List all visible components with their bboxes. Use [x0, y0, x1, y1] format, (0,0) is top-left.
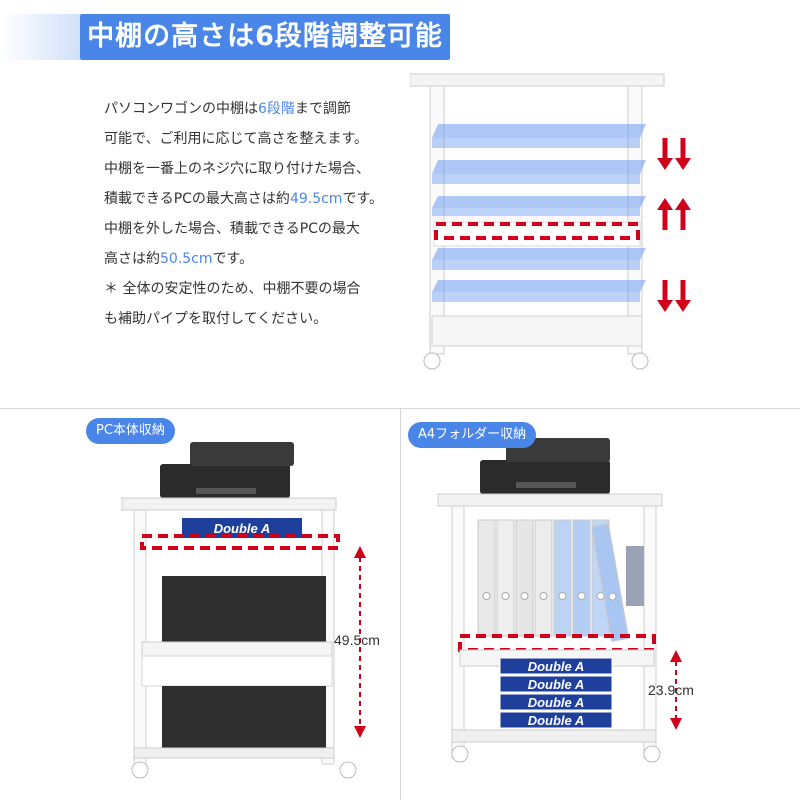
top-board	[410, 73, 665, 87]
shelf-highlight	[140, 534, 340, 550]
description-text: 可能で、ご利用に応じて高さを整えます。	[104, 131, 369, 147]
arrow-down-icon	[657, 138, 691, 170]
paper-ream	[499, 657, 613, 675]
description-text: まで調節	[294, 101, 351, 117]
description-line: 中棚を一番上のネジ穴に取り付けた場合、	[104, 154, 404, 184]
banner-fade	[0, 14, 80, 60]
middle-shelf	[141, 641, 333, 657]
binder	[496, 519, 515, 637]
binder	[553, 519, 572, 637]
paper-ream	[499, 675, 613, 693]
description-line: 積載できるPCの最大高さは約49.5cmです。	[104, 184, 404, 214]
printer	[480, 460, 610, 494]
brand-label: Double A	[528, 695, 585, 710]
bottom-shelf	[451, 729, 657, 743]
description-line: ＊ 全体の安定性のため、中棚不要の場合	[104, 274, 404, 304]
description-line: 中棚を外した場合、積載できるPCの最大	[104, 214, 404, 244]
arrow-up-icon	[657, 198, 691, 230]
middle-shelf-front	[141, 655, 333, 687]
caster-left	[423, 352, 441, 370]
title-banner: 中棚の高さは6段階調整可能	[80, 14, 450, 60]
binder	[591, 523, 630, 642]
binders	[477, 519, 644, 642]
bottom-shelf	[431, 315, 643, 347]
paper-ream	[499, 693, 613, 711]
description-text: ＊ 全体の安定性のため、中棚不要の場合	[104, 281, 361, 297]
caster-right	[643, 745, 661, 763]
tag-a4-folder-storage: A4フォルダー収納	[408, 422, 537, 448]
paper-ream	[182, 518, 302, 538]
right-post	[643, 505, 657, 759]
dimension-marker	[354, 546, 366, 738]
top-board	[437, 493, 663, 507]
brand-label: Double A	[214, 521, 271, 536]
banner-title: 中棚の高さは6段階調整可能	[87, 21, 443, 52]
brand-label: Double A	[528, 659, 585, 674]
caster-left	[451, 745, 469, 763]
a4-folder-storage-photo: Double A Double A Double A Double A	[437, 438, 682, 763]
middle-shelf-highlight	[434, 222, 640, 240]
dimension-label: 49.5cm	[334, 632, 380, 648]
description-line: 可能で、ご利用に応じて高さを整えます。	[104, 124, 404, 154]
description-text: 高さは約	[104, 251, 160, 267]
description-text: 中棚を一番上のネジ穴に取り付けた場合、	[104, 161, 370, 177]
printer-top	[190, 442, 294, 466]
pc-tower-lower	[162, 686, 326, 756]
bottom-shelf	[133, 747, 335, 759]
tag-pc-storage: PC本体収納	[86, 418, 175, 444]
description-text: です。	[212, 251, 254, 267]
dimension-label: 23.9cm	[648, 682, 694, 698]
description-text: も補助パイプを取付してください。	[104, 311, 328, 327]
caster-right	[339, 761, 357, 779]
caster-right	[631, 352, 649, 370]
panel-divider	[400, 408, 401, 800]
description-text: 積載できるPCの最大高さは約	[104, 191, 290, 207]
binder	[572, 519, 591, 637]
printer	[160, 464, 290, 498]
pc-tower-upper	[162, 576, 326, 650]
description-highlight: 6段階	[258, 101, 295, 117]
shelf-positions	[432, 124, 646, 302]
binder	[534, 519, 553, 637]
caster-left	[131, 761, 149, 779]
shelf-adjust-illustration	[410, 73, 691, 370]
description-text: 中棚を外した場合、積載できるPCの最大	[104, 221, 360, 237]
pc-storage-photo: Double A	[121, 442, 366, 779]
description-line: 高さは約50.5cmです。	[104, 244, 404, 274]
left-post	[451, 505, 465, 759]
description-text: です。	[342, 191, 384, 207]
top-board	[121, 497, 337, 511]
paper-reams: Double A Double A Double A Double A	[499, 657, 613, 729]
description: パソコンワゴンの中棚は6段階まで調節可能で、ご利用に応じて高さを整えます。中棚を…	[104, 94, 404, 334]
arrow-down-icon	[657, 280, 691, 312]
brand-label: Double A	[528, 677, 585, 692]
back-panel	[626, 546, 644, 606]
dimension-marker	[670, 650, 682, 730]
description-line: も補助パイプを取付してください。	[104, 304, 404, 334]
binder	[515, 519, 534, 637]
description-highlight: 50.5cm	[160, 251, 213, 267]
paper-ream	[499, 711, 613, 729]
brand-label: Double A	[528, 713, 585, 728]
description-line: パソコンワゴンの中棚は6段階まで調節	[104, 94, 404, 124]
binder	[477, 519, 496, 637]
description-text: パソコンワゴンの中棚は	[104, 101, 258, 117]
description-highlight: 49.5cm	[289, 191, 343, 207]
